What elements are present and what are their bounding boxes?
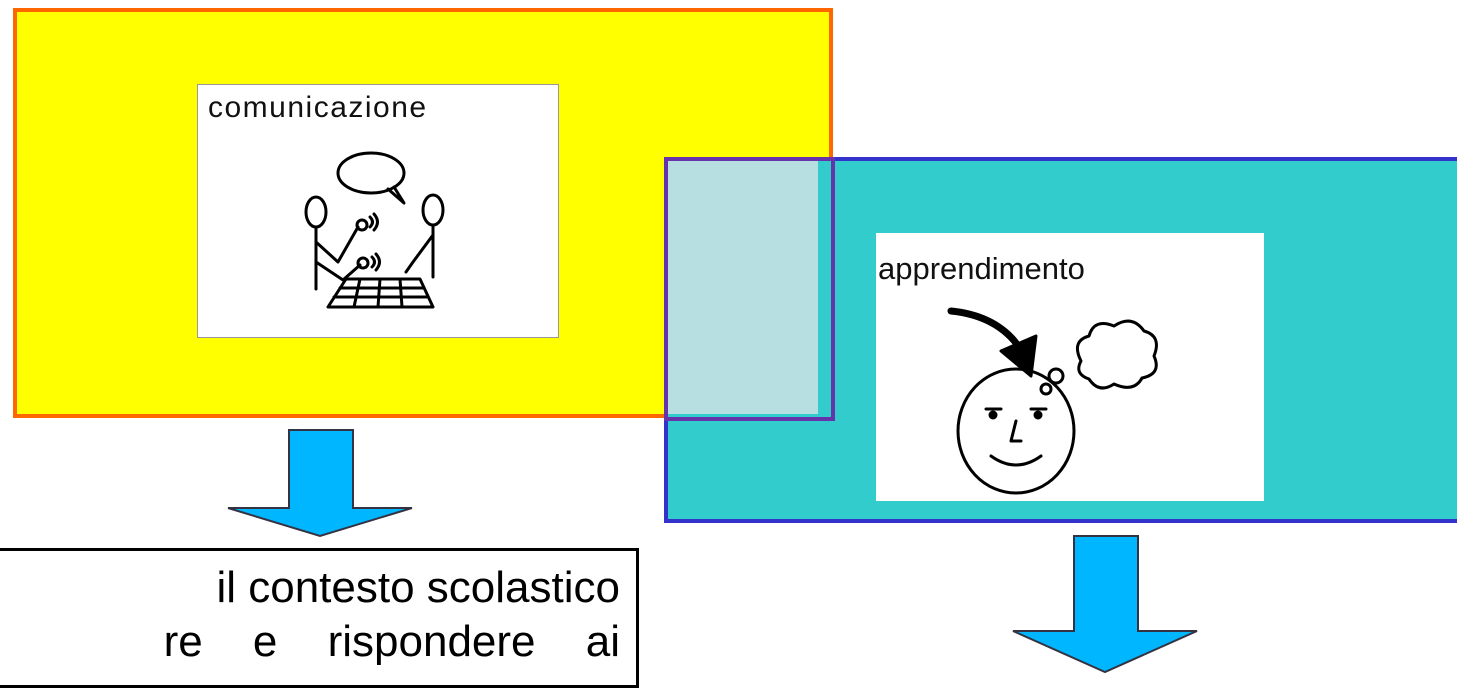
down-arrow-icon bbox=[1012, 535, 1198, 674]
down-arrow-icon bbox=[227, 429, 413, 538]
overlap-frame bbox=[664, 157, 835, 421]
card-comunicazione-label: comunicazione bbox=[208, 91, 428, 124]
textbox-line-2: re e rispondere ai bbox=[163, 617, 620, 666]
textbox-line-1: il contesto scolastico bbox=[216, 563, 620, 612]
overlap-region bbox=[668, 161, 818, 414]
description-textbox: il contesto scolastico re e rispondere a… bbox=[0, 548, 639, 688]
card-apprendimento: apprendimento bbox=[876, 233, 1264, 501]
card-apprendimento-label: apprendimento bbox=[878, 251, 1085, 286]
learning-head-icon bbox=[947, 307, 1158, 495]
card-comunicazione: comunicazione bbox=[197, 84, 559, 338]
communication-icon bbox=[304, 151, 445, 309]
